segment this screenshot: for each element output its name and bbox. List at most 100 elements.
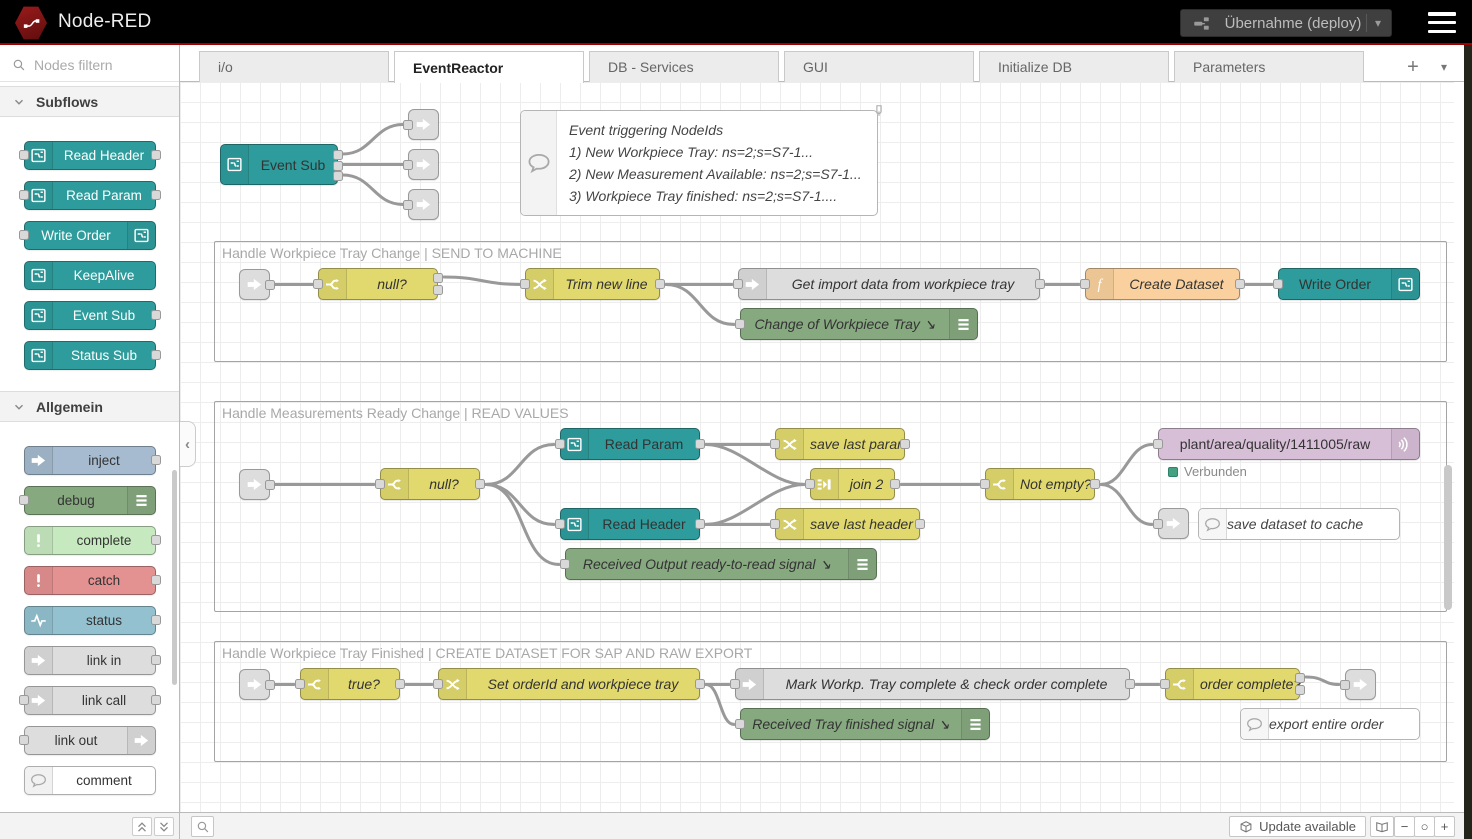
wire[interactable]: [1099, 483, 1154, 526]
node-subflow-write-order[interactable]: Write Order: [1273, 268, 1420, 300]
node-switch-null[interactable]: null?: [313, 268, 443, 300]
palette-node-write-order[interactable]: Write Order: [19, 220, 156, 250]
flow-list-caret-icon[interactable]: ▾: [1440, 60, 1448, 74]
port[interactable]: [1160, 679, 1170, 689]
port[interactable]: [735, 319, 745, 329]
tab-db-services[interactable]: DB - Services: [589, 51, 779, 82]
port[interactable]: [19, 150, 29, 160]
palette-node-event-sub[interactable]: Event Sub: [24, 300, 161, 330]
node-join-2[interactable]: join 2: [805, 468, 900, 500]
group-workpiece-tray-change[interactable]: Handle Workpiece Tray Change | SEND TO M…: [214, 241, 1447, 362]
wire[interactable]: [341, 173, 405, 206]
node-subflow-read-param[interactable]: Read Param: [555, 428, 705, 460]
node-change-set-orderid[interactable]: Set orderId and workpiece tray: [433, 668, 705, 700]
port[interactable]: [520, 279, 530, 289]
palette-scrollbar[interactable]: [172, 470, 177, 685]
node-link-call-get-import-data[interactable]: Get import data from workpiece tray: [733, 268, 1045, 300]
flow-canvas[interactable]: Event Sub Event triggering NodeIds 1) Ne…: [180, 82, 1454, 812]
node-change-trim-new-line[interactable]: Trim new line: [520, 268, 665, 300]
node-link-out[interactable]: [1340, 669, 1376, 700]
palette-expand-all-button[interactable]: [154, 817, 174, 836]
port[interactable]: [151, 535, 161, 545]
node-link-out[interactable]: [403, 189, 439, 220]
port[interactable]: [151, 615, 161, 625]
palette-node-link-out[interactable]: link out: [19, 725, 156, 755]
canvas-scrollbar[interactable]: [1444, 465, 1452, 610]
port[interactable]: [1153, 439, 1163, 449]
node-link-out[interactable]: [403, 109, 439, 140]
port[interactable]: [475, 479, 485, 489]
port[interactable]: [375, 479, 385, 489]
add-flow-button[interactable]: +: [1407, 55, 1419, 78]
port[interactable]: [890, 479, 900, 489]
port[interactable]: [560, 559, 570, 569]
group-workpiece-tray-finished[interactable]: Handle Workpiece Tray Finished | CREATE …: [214, 641, 1447, 762]
port[interactable]: [403, 119, 413, 130]
node-debug-change-of-workpiece-tray[interactable]: Change of Workpiece Tray ↘: [735, 308, 978, 340]
port[interactable]: [151, 150, 161, 160]
palette-node-read-header[interactable]: Read Header: [19, 140, 161, 170]
wire[interactable]: [1304, 675, 1341, 686]
node-link-out[interactable]: [403, 149, 439, 180]
port[interactable]: [1273, 279, 1283, 289]
deploy-caret-icon[interactable]: ▾: [1374, 16, 1381, 30]
port[interactable]: [19, 190, 29, 200]
palette-node-comment[interactable]: comment: [24, 765, 156, 795]
palette-node-read-param[interactable]: Read Param: [19, 180, 161, 210]
palette-section-allgemein[interactable]: Allgemein: [0, 391, 179, 422]
wire[interactable]: [704, 483, 806, 526]
tab-gui[interactable]: GUI: [784, 51, 974, 82]
node-switch-null[interactable]: null?: [375, 468, 485, 500]
port[interactable]: [980, 479, 990, 489]
node-change-save-last-header[interactable]: save last header: [770, 508, 925, 540]
palette-collapse-all-button[interactable]: [132, 817, 152, 836]
port[interactable]: [19, 495, 29, 505]
deploy-button[interactable]: Übernahme (deploy) ▾: [1180, 9, 1392, 37]
port[interactable]: [1295, 673, 1305, 683]
node-change-save-last-param[interactable]: save last param: [770, 428, 910, 460]
port[interactable]: [555, 439, 565, 449]
port[interactable]: [733, 279, 743, 289]
port[interactable]: [805, 479, 815, 489]
port[interactable]: [730, 679, 740, 689]
tab-parameters[interactable]: Parameters: [1174, 51, 1364, 82]
port[interactable]: [403, 159, 413, 170]
port[interactable]: [1125, 679, 1135, 689]
wire[interactable]: [442, 275, 523, 286]
port[interactable]: [151, 575, 161, 585]
port[interactable]: [333, 150, 343, 160]
node-link-out[interactable]: [1153, 508, 1189, 539]
port[interactable]: [19, 735, 29, 745]
port[interactable]: [1295, 685, 1305, 695]
palette-node-status[interactable]: status: [24, 605, 161, 635]
palette-node-link-in[interactable]: link in: [24, 645, 161, 675]
node-comment-export-order[interactable]: export entire order: [1240, 708, 1420, 740]
node-link-call-mark-workp[interactable]: Mark Workp. Tray complete & check order …: [730, 668, 1135, 700]
hamburger-menu-icon[interactable]: [1428, 12, 1456, 33]
port[interactable]: [295, 679, 305, 689]
wire[interactable]: [484, 483, 561, 566]
port[interactable]: [313, 279, 323, 289]
port[interactable]: [433, 679, 443, 689]
navigator-button[interactable]: [1370, 816, 1394, 837]
tab-initialize-db[interactable]: Initialize DB: [979, 51, 1169, 82]
node-mqtt-out[interactable]: plant/area/quality/1411005/raw: [1153, 428, 1420, 460]
port[interactable]: [735, 719, 745, 729]
port[interactable]: [151, 310, 161, 320]
node-debug-received-tray-finished[interactable]: Received Tray finished signal ↘: [735, 708, 990, 740]
wire[interactable]: [341, 123, 405, 156]
node-link-in[interactable]: [239, 669, 275, 700]
node-link-in[interactable]: [239, 469, 275, 500]
port[interactable]: [900, 439, 910, 449]
node-subflow-read-header[interactable]: Read Header: [555, 508, 705, 540]
node-switch-not-empty[interactable]: Not empty?: [980, 468, 1100, 500]
zoom-in-button[interactable]: +: [1434, 816, 1455, 837]
info-comment-node[interactable]: Event triggering NodeIds 1) New Workpiec…: [520, 110, 878, 216]
port[interactable]: [1080, 279, 1090, 289]
port[interactable]: [695, 679, 705, 689]
port[interactable]: [1153, 518, 1163, 529]
port[interactable]: [770, 439, 780, 449]
port[interactable]: [151, 655, 161, 665]
port[interactable]: [555, 519, 565, 529]
node-switch-order-complete[interactable]: order complete?: [1160, 668, 1305, 700]
